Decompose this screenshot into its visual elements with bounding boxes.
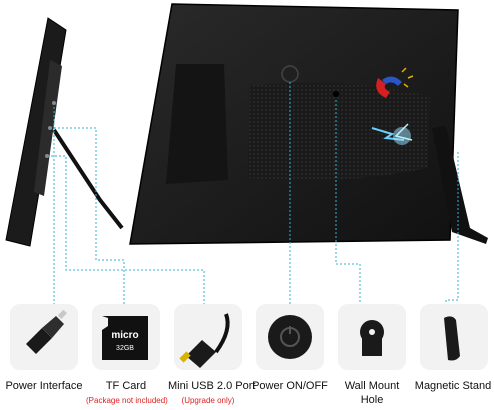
svg-text:32GB: 32GB: [116, 345, 134, 352]
label-magnetic-stand: Magnetic Stand: [414, 380, 492, 392]
micro-sd-card-icon: micro 32GB: [102, 316, 148, 360]
frame-side-view: [5, 17, 124, 247]
callout-mini-usb: [47, 155, 205, 312]
label-tf-card: TF Card: [105, 380, 147, 392]
mini-usb-cable-icon: [179, 313, 230, 368]
power-button-icon: [268, 315, 312, 359]
callout-tf-card: [50, 127, 125, 312]
feature-tiles: micro 32GB: [10, 304, 488, 370]
keyhole-icon: [360, 320, 384, 356]
label-mini-usb: Mini USB 2.0 Port: [168, 380, 256, 392]
label-wall-mount-line2: Hole: [360, 394, 384, 406]
label-power-interface: Power Interface: [5, 380, 83, 392]
note-tf-card: (Package not included): [86, 396, 168, 405]
label-wall-mount: Wall Mount: [344, 380, 400, 392]
stand-icon: [444, 316, 460, 361]
label-power-button: Power ON/OFF: [252, 380, 328, 392]
dc-plug-icon: [26, 309, 67, 354]
frame-back-view: [129, 3, 488, 245]
note-mini-usb: (Upgrade only): [181, 396, 235, 405]
svg-text:micro: micro: [111, 330, 138, 341]
callout-wall-mount: [335, 100, 361, 312]
